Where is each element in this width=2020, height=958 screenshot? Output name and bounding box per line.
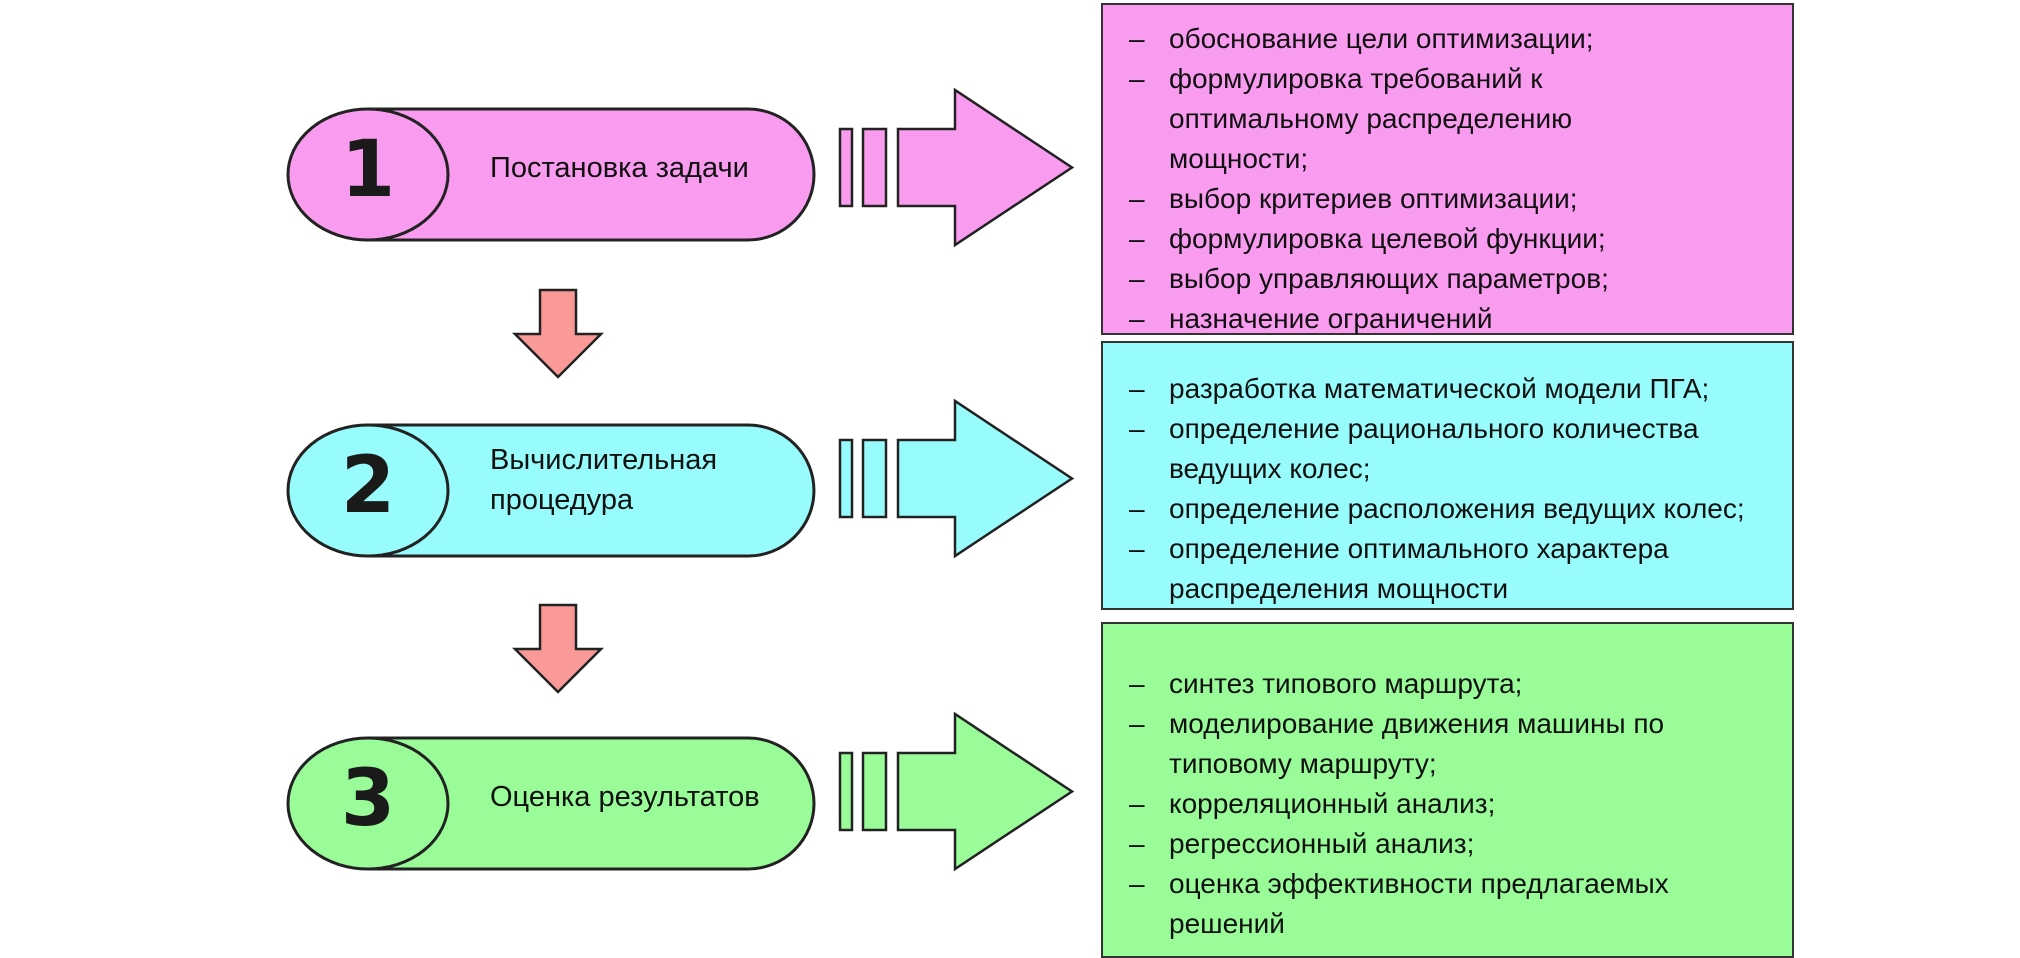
- stage-2-number: 2: [340, 441, 396, 531]
- stage-1-cylinder: [286, 107, 816, 242]
- detail-item: –определение рационального количества ве…: [1129, 413, 1707, 484]
- stage-2-label: Вычислительная процедура: [490, 444, 718, 516]
- stage-2-cylinder: [286, 423, 816, 558]
- stage-3-details-box: –синтез типового маршрута; –моделировани…: [1101, 622, 1794, 958]
- stage-2-details-box: –разработка математической модели ПГА; –…: [1101, 341, 1794, 610]
- stage-1-label: Постановка задачи: [490, 152, 749, 184]
- detail-item: –определение расположения ведущих колес;: [1129, 493, 1745, 524]
- detail-item: –корреляционный анализ;: [1129, 788, 1496, 819]
- down-arrow-2: [511, 603, 605, 694]
- stage-1-number: 1: [340, 125, 396, 215]
- detail-item: –синтез типового маршрута;: [1129, 668, 1523, 699]
- stage-3-label: Оценка результатов: [490, 781, 760, 813]
- detail-item: –назначение ограничений: [1129, 303, 1493, 334]
- right-arrow-3: [838, 711, 1075, 872]
- detail-item: –выбор управляющих параметров;: [1129, 263, 1609, 294]
- detail-item: –регрессионный анализ;: [1129, 828, 1475, 859]
- detail-item: –определение оптимального характера расп…: [1129, 533, 1677, 604]
- detail-item: –оценка эффективности предлагаемых решен…: [1129, 868, 1677, 939]
- right-arrow-1: [838, 87, 1075, 248]
- right-arrow-2: [838, 398, 1075, 559]
- detail-item: –выбор критериев оптимизации;: [1129, 183, 1578, 214]
- down-arrow-1: [511, 288, 605, 379]
- stage-1-details-box: –обоснование цели оптимизации; –формулир…: [1101, 3, 1794, 335]
- detail-item: –моделирование движения машины по типово…: [1129, 708, 1672, 779]
- detail-item: –формулировка требований к оптимальному …: [1129, 63, 1580, 174]
- detail-item: –формулировка целевой функции;: [1129, 223, 1606, 254]
- stage-3-cylinder: [286, 736, 816, 871]
- detail-item: –обоснование цели оптимизации;: [1129, 23, 1594, 54]
- detail-item: –разработка математической модели ПГА;: [1129, 373, 1710, 404]
- stage-3-number: 3: [340, 754, 396, 844]
